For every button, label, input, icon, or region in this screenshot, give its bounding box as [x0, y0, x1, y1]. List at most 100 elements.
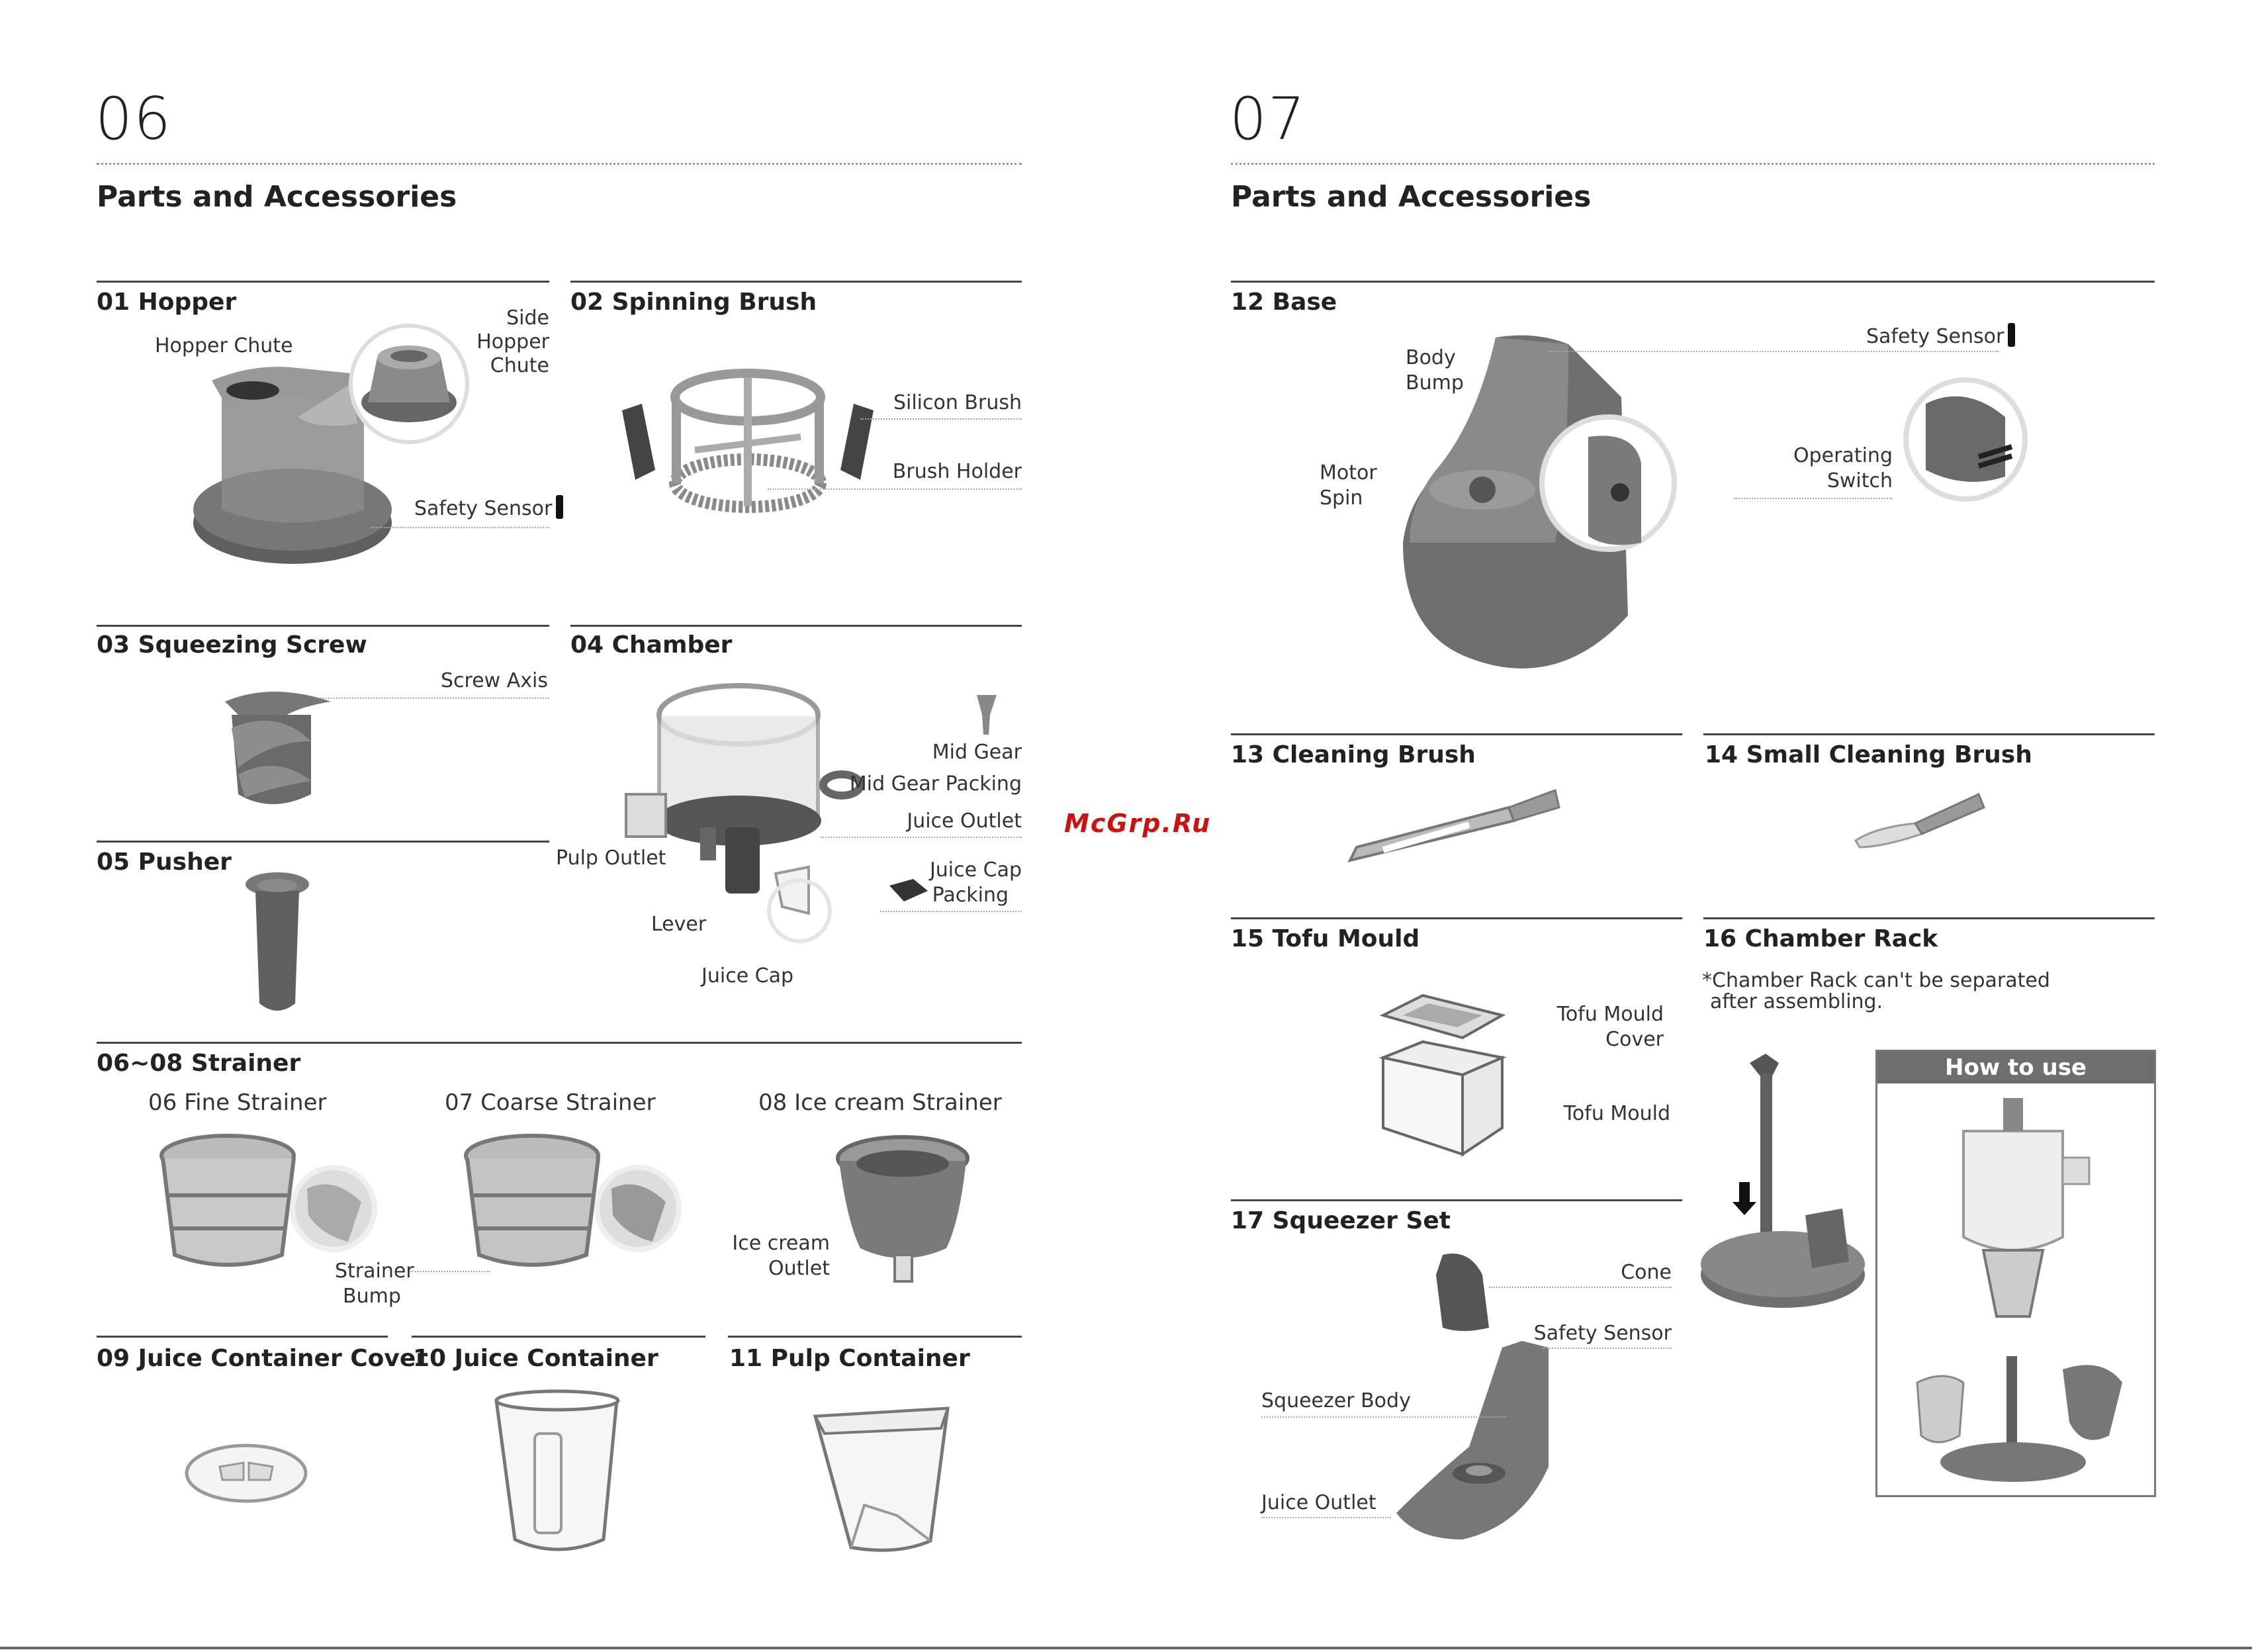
- section-divider: [97, 1336, 388, 1338]
- section-divider: [97, 1042, 1022, 1044]
- section-divider: [412, 1336, 705, 1338]
- section-title-cleaning-brush: 13 Cleaning Brush: [1231, 741, 1476, 768]
- section-title-juice-container-cover: 09 Juice Container Cover: [97, 1345, 428, 1372]
- label-motor-spin-2: Spin: [1320, 486, 1363, 510]
- label-juice-outlet: Juice Outlet: [907, 809, 1022, 833]
- label-ice-cream-outlet-2: Outlet: [768, 1257, 830, 1280]
- label-coarse-strainer: 07 Coarse Strainer: [445, 1089, 656, 1116]
- squeezer-set-illustration: [1396, 1254, 1549, 1539]
- section-divider: [97, 281, 549, 283]
- label-ice-cream-strainer: 08 Ice cream Strainer: [758, 1089, 1002, 1116]
- label-squeezer-juice-outlet: Juice Outlet: [1261, 1491, 1376, 1514]
- leader-line: [1261, 1517, 1391, 1518]
- section-title-juice-container: 10 Juice Container: [413, 1345, 658, 1372]
- label-hopper-chute: Hopper Chute: [155, 334, 293, 357]
- label-strainer-bump-1: Strainer: [335, 1260, 414, 1283]
- juice-container-cover-illustration: [185, 1444, 308, 1503]
- leader-line: [1734, 498, 1893, 499]
- juice-container-illustration: [494, 1389, 620, 1551]
- leader-line: [880, 911, 1022, 912]
- section-divider: [1231, 917, 1682, 919]
- section-title-spinning-brush: 02 Spinning Brush: [570, 289, 817, 316]
- label-side-hopper-chute-2: Hopper: [476, 330, 549, 353]
- chamber-rack-note-1: *Chamber Rack can't be separated: [1702, 969, 2050, 992]
- base-illustration: [1403, 335, 2028, 668]
- sensor-marker-icon: [556, 495, 564, 519]
- leader-line: [1542, 1348, 1672, 1349]
- section-title-pulp-container: 11 Pulp Container: [729, 1345, 970, 1372]
- header-divider-left: [97, 163, 1022, 165]
- label-operating-switch-1: Operating: [1793, 444, 1893, 467]
- leader-line: [1489, 1287, 1672, 1288]
- label-cone: Cone: [1621, 1261, 1672, 1284]
- label-silicon-brush: Silicon Brush: [893, 391, 1022, 414]
- label-side-hopper-chute-3: Chute: [490, 354, 549, 377]
- pulp-container-illustration: [813, 1406, 950, 1552]
- ice-cream-strainer-illustration: [836, 1135, 969, 1283]
- section-title-pusher: 05 Pusher: [97, 849, 232, 876]
- label-lever: Lever: [651, 913, 707, 936]
- label-ice-cream-outlet-1: Ice cream: [732, 1232, 830, 1255]
- label-operating-switch-2: Switch: [1826, 469, 1893, 492]
- label-tofu-mould-cover-2: Cover: [1605, 1028, 1664, 1051]
- header-divider-right: [1231, 163, 2155, 165]
- label-screw-axis: Screw Axis: [441, 669, 548, 692]
- how-to-use-panel: How to use: [1875, 1050, 2156, 1497]
- section-title-squeezer-set: 17 Squeezer Set: [1231, 1207, 1451, 1234]
- page-bottom-border: [0, 1647, 2252, 1649]
- fine-strainer-illustration: [159, 1134, 377, 1267]
- label-hopper-safety-sensor: Safety Sensor: [414, 495, 564, 522]
- leader-line: [821, 837, 1022, 838]
- label-mid-gear: Mid Gear: [932, 741, 1022, 764]
- section-title-tofu-mould: 15 Tofu Mould: [1231, 925, 1420, 952]
- cleaning-brush-illustration: [1347, 788, 1560, 862]
- chamber-rack-illustration: [1701, 1054, 1865, 1308]
- page-title-left: Parts and Accessories: [97, 180, 457, 214]
- label-side-hopper-chute-1: Side: [506, 306, 549, 330]
- leader-line: [768, 488, 1022, 490]
- pusher-illustration: [246, 872, 309, 1011]
- section-divider: [1231, 733, 1682, 735]
- label-pulp-outlet: Pulp Outlet: [556, 847, 666, 870]
- leader-line: [860, 418, 1022, 420]
- section-title-chamber: 04 Chamber: [570, 631, 733, 659]
- chamber-illustration: [625, 683, 997, 943]
- section-title-base: 12 Base: [1231, 289, 1337, 316]
- section-divider: [1703, 917, 2155, 919]
- label-juice-cap: Juice Cap: [701, 964, 794, 987]
- page-number-right: 07: [1230, 85, 1306, 153]
- section-divider: [570, 625, 1022, 627]
- page-title-right: Parts and Accessories: [1231, 180, 1592, 214]
- how-to-use-title: How to use: [1877, 1052, 2154, 1083]
- section-divider: [570, 281, 1022, 283]
- label-tofu-mould-cover-1: Tofu Mould: [1556, 1003, 1664, 1026]
- leader-line: [1549, 351, 1999, 352]
- how-to-use-illustration: [1916, 1098, 2122, 1482]
- label-body-bump-2: Bump: [1406, 371, 1464, 394]
- section-divider: [97, 841, 549, 843]
- leader-line: [1261, 1416, 1506, 1418]
- section-title-small-cleaning-brush: 14 Small Cleaning Brush: [1705, 741, 2032, 768]
- page-number-left: 06: [95, 85, 172, 153]
- sensor-marker-icon: [2008, 323, 2016, 347]
- label-base-safety-sensor: Safety Sensor: [1866, 323, 2016, 349]
- coarse-strainer-illustration: [464, 1134, 682, 1267]
- label-mid-gear-packing: Mid Gear Packing: [849, 772, 1022, 796]
- section-divider: [728, 1336, 1022, 1338]
- hopper-illustration: [193, 324, 469, 564]
- label-brush-holder: Brush Holder: [892, 460, 1022, 483]
- tofu-mould-illustration: [1378, 993, 1507, 1157]
- section-title-squeezing-screw: 03 Squeezing Screw: [97, 631, 367, 659]
- label-strainer-bump-2: Bump: [343, 1285, 401, 1308]
- label-motor-spin-1: Motor: [1320, 461, 1377, 484]
- label-body-bump-1: Body: [1406, 346, 1456, 369]
- section-divider: [1231, 281, 2155, 283]
- squeezing-screw-illustration: [225, 692, 331, 804]
- label-squeezer-body: Squeezer Body: [1261, 1389, 1411, 1412]
- section-divider: [97, 625, 549, 627]
- small-cleaning-brush-illustration: [1854, 792, 1985, 849]
- spinning-brush-illustration: [622, 369, 874, 513]
- label-fine-strainer: 06 Fine Strainer: [148, 1089, 327, 1116]
- section-title-chamber-rack: 16 Chamber Rack: [1703, 925, 1938, 952]
- label-juice-cap-packing-2: Packing: [932, 884, 1009, 907]
